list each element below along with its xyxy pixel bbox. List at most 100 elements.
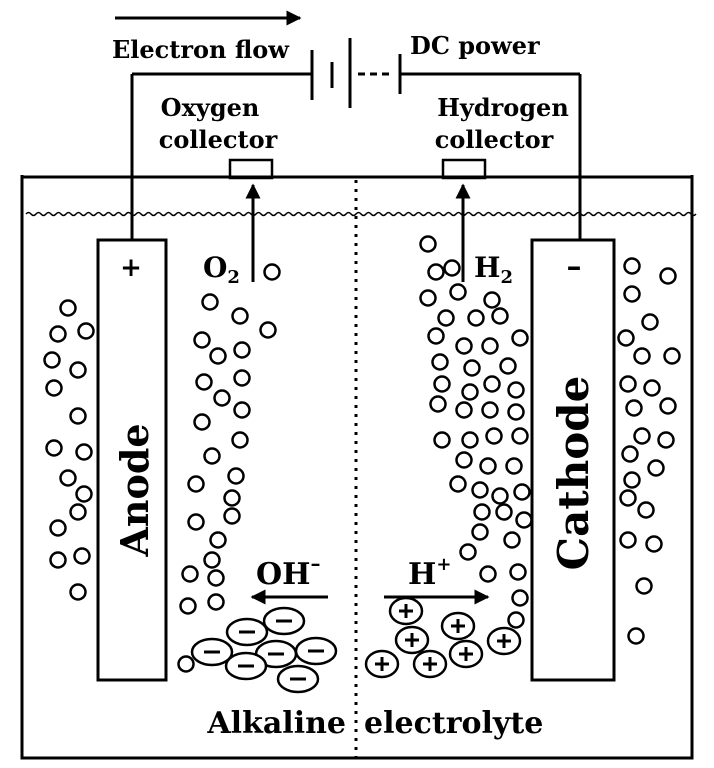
hydrogen-ion [412, 649, 448, 679]
gas-bubble [203, 551, 221, 569]
gas-bubble [643, 379, 661, 397]
gas-bubble [623, 285, 641, 303]
gas-bubble [455, 451, 473, 469]
hydrogen-collector-label: Hydrogen [437, 93, 569, 122]
hydrogen-ions [364, 596, 522, 679]
gas-bubble [455, 401, 473, 419]
gas-bubble [419, 289, 437, 307]
cathode-sign: – [567, 249, 582, 284]
gas-bubble [511, 329, 529, 347]
gas-bubble [619, 531, 637, 549]
h2-subscript: 2 [500, 267, 513, 288]
gas-bubble [483, 291, 501, 309]
gas-bubble [499, 357, 517, 375]
gas-bubble [481, 401, 499, 419]
dc-power-battery [132, 38, 580, 108]
gas-bubble [449, 283, 467, 301]
gas-bubble [509, 563, 527, 581]
gas-bubble [511, 589, 529, 607]
gas-bubble [43, 351, 61, 369]
gas-bubble [461, 383, 479, 401]
gas-bubble [479, 565, 497, 583]
electrolyte-label-right: electrolyte [364, 706, 543, 741]
gas-bubble [263, 263, 281, 281]
h2-symbol: H [474, 251, 500, 284]
gas-bubble [505, 457, 523, 475]
gas-bubble [233, 401, 251, 419]
gas-bubble [59, 299, 77, 317]
gas-bubble [627, 627, 645, 645]
cathode-label: Cathode [549, 376, 598, 571]
gas-bubble [511, 427, 529, 445]
gas-bubble [187, 513, 205, 531]
gas-bubble [69, 583, 87, 601]
gas-bubble [77, 322, 95, 340]
gas-bubble [657, 431, 675, 449]
gas-bubble [461, 431, 479, 449]
oh-symbol: OH [256, 557, 310, 592]
gas-bubble [635, 577, 653, 595]
gas-bubble [187, 475, 205, 493]
hydrogen-ion [388, 596, 424, 626]
gas-bubble [449, 475, 467, 493]
gas-bubble [209, 347, 227, 365]
hydrogen-ion [364, 649, 400, 679]
electron-flow-label: Electron flow [112, 35, 290, 64]
gas-bubble [193, 331, 211, 349]
gas-bubble [433, 431, 451, 449]
gas-bubble [619, 375, 637, 393]
gas-bubble [623, 471, 641, 489]
hydroxide-ion [262, 606, 306, 636]
gas-bubble [69, 361, 87, 379]
h-plus-label: H+ [408, 554, 451, 592]
liquid-surface [25, 211, 697, 217]
gas-bubble [69, 407, 87, 425]
gas-bubble [69, 503, 87, 521]
hydroxide-ion [276, 664, 320, 694]
hydrogen-ion [486, 626, 522, 656]
hydroxide-ion [190, 637, 234, 667]
gas-bubble [641, 313, 659, 331]
gas-bubble [73, 547, 91, 565]
gas-bubble [59, 469, 77, 487]
gas-bubble [623, 257, 641, 275]
hydroxide-ion [294, 636, 338, 666]
gas-bubble [177, 655, 195, 673]
cathode-electrode [530, 238, 616, 682]
oxygen-collector [228, 158, 274, 180]
gas-bubble [227, 467, 245, 485]
oxygen-collector-label-2: collector [159, 125, 278, 154]
gas-bubble [213, 389, 231, 407]
gas-bubble [49, 519, 67, 537]
gas-bubble [427, 263, 445, 281]
gas-bubble [419, 235, 437, 253]
h-plus-superscript: + [436, 554, 451, 575]
gas-bubble [471, 481, 489, 499]
gas-bubble [45, 439, 63, 457]
gas-bubble [491, 307, 509, 325]
gas-bubble [45, 379, 63, 397]
hydrogen-ion [448, 639, 484, 669]
gas-bubble [193, 413, 211, 431]
o2-symbol: O [203, 251, 227, 284]
h2-label: H2 [474, 251, 513, 288]
anode-electrode [96, 238, 168, 682]
gas-bubbles [43, 235, 681, 673]
dc-power-label: DC power [410, 31, 540, 60]
hydroxide-ions [190, 606, 338, 694]
gas-bubble [471, 523, 489, 541]
gas-bubble [75, 485, 93, 503]
hydroxide-ion [254, 639, 298, 669]
gas-bubble [179, 597, 197, 615]
h-plus-symbol: H [408, 557, 436, 592]
gas-bubble [637, 501, 655, 519]
gas-bubble [617, 329, 635, 347]
gas-bubble [49, 551, 67, 569]
gas-bubble [503, 531, 521, 549]
gas-bubble [201, 293, 219, 311]
gas-bubble [459, 543, 477, 561]
hydrogen-collector-label-2: collector [435, 125, 554, 154]
gas-bubble [431, 353, 449, 371]
gas-bubble [507, 611, 525, 629]
